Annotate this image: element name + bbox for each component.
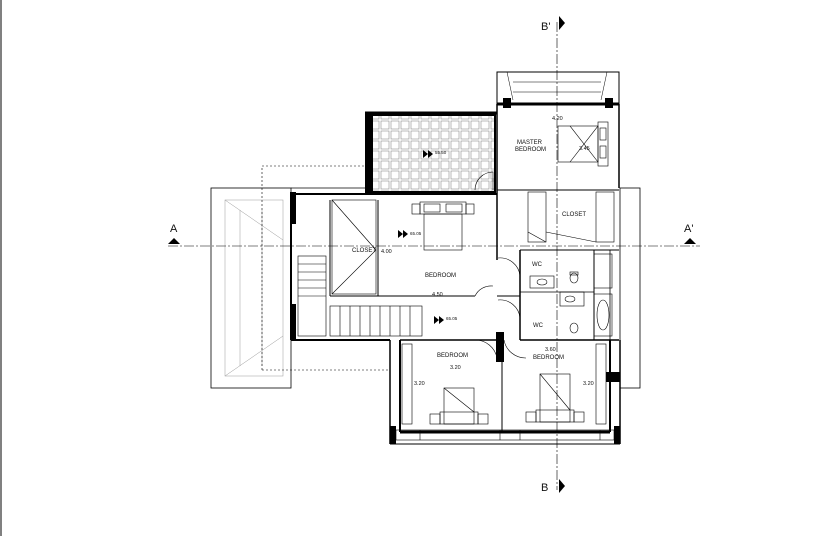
lower-closets (401, 343, 607, 425)
dim-master-depth: 3.45 (579, 146, 590, 152)
column (290, 304, 296, 340)
center-bed (411, 201, 475, 251)
column (605, 98, 613, 108)
roof-outline (210, 187, 641, 389)
column (390, 426, 396, 444)
section-label-b-bottom: B (541, 482, 548, 494)
lower-right-bedroom-label: BEDROOM (533, 355, 564, 361)
level-hall: 65.05 (446, 316, 458, 321)
section-arrow-b-top (559, 16, 565, 30)
dim-lower-right-depth: 3.20 (583, 381, 594, 387)
level-center: 65.05 (410, 231, 422, 236)
level-terrace: 55.50 (435, 150, 447, 155)
master-closet-label: CLOSET (562, 212, 586, 218)
wc-lower-label: WC (533, 323, 544, 329)
dim-center-width: 4.50 (432, 292, 443, 298)
dim-lower-left-depth: 3.20 (414, 381, 425, 387)
dim-master-width: 4.20 (552, 116, 563, 122)
lower-left-bed (429, 387, 489, 425)
column (503, 98, 511, 108)
left-closet (331, 199, 377, 295)
section-arrow-a-left (168, 238, 180, 244)
master-closet (527, 191, 615, 243)
wc-upper-label: WC (532, 262, 543, 268)
dim-lower-left-width: 3.20 (450, 365, 461, 371)
door-swings (474, 171, 527, 359)
column (496, 332, 504, 362)
terrace-wall (365, 113, 373, 193)
section-label-a-left: A (170, 223, 178, 235)
lower-right-bed (525, 373, 585, 423)
section-arrow-a-right (684, 238, 696, 244)
dim-lower-right-width: 3.60 (545, 347, 556, 353)
column (606, 372, 620, 382)
lower-block-walls (389, 339, 621, 445)
wc-fixtures (529, 253, 613, 337)
section-label-b-top: B' (541, 21, 550, 33)
master-bedroom-label-2: BEDROOM (515, 147, 546, 153)
overhang-dashed (261, 165, 390, 371)
level-marker-icon (398, 150, 444, 324)
dim-center-depth: 4.00 (381, 249, 392, 255)
lower-left-bedroom-label: BEDROOM (437, 353, 468, 359)
terrace-tiles (369, 114, 496, 193)
left-closet-label: CLOSET (352, 248, 376, 254)
master-bed (557, 121, 609, 167)
section-label-a-right: A' (684, 223, 693, 235)
column (614, 426, 620, 444)
master-bedroom-label: MASTER (517, 140, 543, 146)
center-bedroom-label: BEDROOM (425, 273, 456, 279)
section-arrow-b-bottom (559, 479, 565, 493)
column (290, 192, 296, 224)
staircase (297, 255, 423, 337)
roof-hip-lines (224, 199, 284, 377)
